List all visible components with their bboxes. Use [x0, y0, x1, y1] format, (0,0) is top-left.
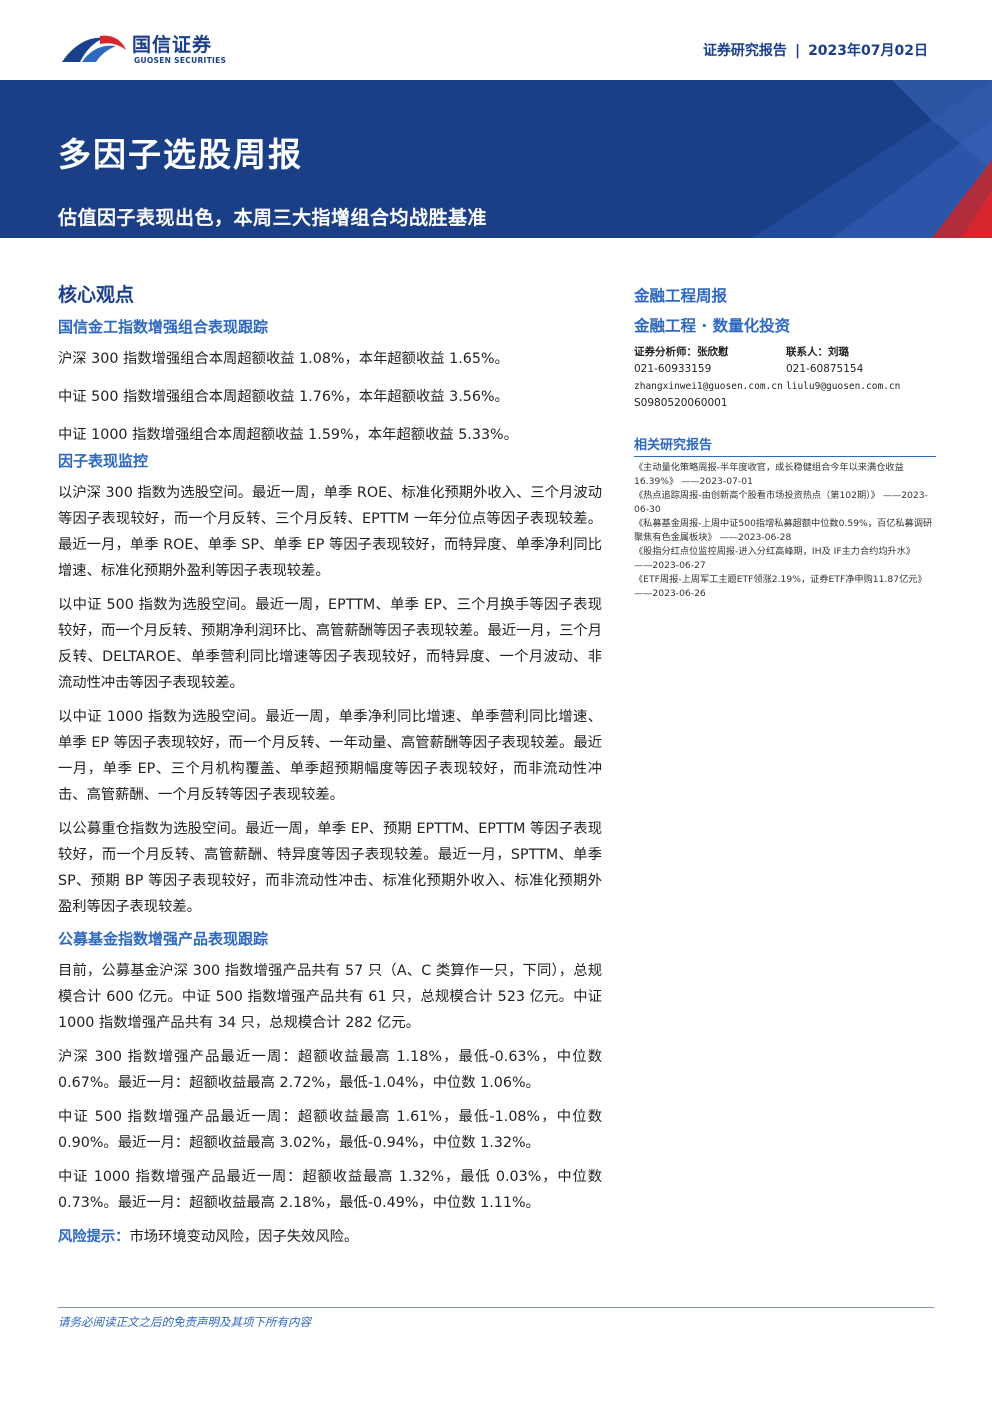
footer-divider	[58, 1307, 934, 1308]
header-separator: |	[794, 43, 801, 59]
related-report-item[interactable]: 《股指分红点位监控周报-进入分红高峰期，IH及 IF主力合约均升水》 ——202…	[634, 546, 916, 571]
paragraph: 中证 1000 指数增强产品最近一周：超额收益最高 1.32%，最低 0.03%…	[58, 1169, 602, 1211]
sidebar: 金融工程周报 金融工程 · 数量化投资 证券分析师：张欣慰 021-609331…	[634, 284, 936, 601]
risk-text: 市场环境变动风险，因子失效风险。	[129, 1229, 359, 1245]
related-report-item[interactable]: 《ETF周报-上周军工主题ETF领涨2.19%，证券ETF净申购11.87亿元》…	[634, 574, 927, 599]
paragraph: 以中证 1000 指数为选股空间。最近一周，单季净利同比增速、单季营利同比增速、…	[58, 709, 602, 803]
related-reports-title: 相关研究报告	[634, 434, 936, 457]
contact-label: 联系人：	[786, 346, 828, 358]
report-subtitle: 估值因子表现出色，本周三大指增组合均战胜基准	[58, 207, 488, 229]
banner-decoration	[752, 80, 992, 238]
brand-name-en: GUOSEN SECURITIES	[134, 56, 227, 65]
related-report-item[interactable]: 《主动量化策略周报-半年度收官，成长稳健组合今年以来满仓收益16.39%》 ——…	[634, 462, 904, 487]
footer-disclaimer: 请务必阅读正文之后的免责声明及其项下所有内容	[58, 1315, 311, 1329]
core-views: 核心观点 国信金工指数增强组合表现跟踪 沪深 300 指数增强组合本周超额收益 …	[58, 280, 602, 1258]
analyst-phone: 021-60933159	[634, 363, 712, 375]
section-heading-fund-products: 公募基金指数增强产品表现跟踪	[58, 930, 269, 948]
analyst-email[interactable]: zhangxinwei1@guosen.com.cn	[634, 381, 783, 392]
section-heading-factor-monitor: 因子表现监控	[58, 452, 149, 470]
related-report-item[interactable]: 《热点追踪周报-由创新高个股看市场投资热点（第102期）》 ——2023-06-…	[634, 490, 928, 515]
contact-email[interactable]: liulu9@guosen.com.cn	[786, 381, 901, 392]
risk-warning: 风险提示：市场环境变动风险，因子失效风险。	[58, 1224, 602, 1250]
brand-logo: 国信证券 GUOSEN SECURITIES	[60, 28, 260, 68]
paragraph: 以公募重仓指数为选股空间。最近一周，单季 EP、预期 EPTTM、EPTTM 等…	[58, 821, 602, 915]
contact-name: 刘璐	[828, 346, 849, 358]
report-type: 证券研究报告 | 2023年07月02日	[703, 40, 928, 60]
brand-name-cn: 国信证券	[132, 34, 213, 56]
related-reports-list: 《主动量化策略周报-半年度收官，成长稳健组合今年以来满仓收益16.39%》 ——…	[634, 461, 936, 600]
report-kind: 证券研究报告	[702, 43, 787, 59]
paragraph: 中证 500 指数增强产品最近一周：超额收益最高 1.61%，最低-1.08%，…	[58, 1109, 602, 1151]
contact-column: 联系人：刘璐 021-60875154 liulu9@guosen.com.cn	[786, 344, 900, 395]
paragraph: 以沪深 300 指数为选股空间。最近一周，单季 ROE、标准化预期外收入、三个月…	[58, 485, 602, 579]
guosen-logo-icon	[62, 35, 126, 62]
report-title: 多因子选股周报	[58, 135, 303, 174]
report-date: 2023年07月02日	[808, 43, 928, 59]
paragraph: 目前，公募基金沪深 300 指数增强产品共有 57 只（A、C 类算作一只，下同…	[58, 963, 602, 1031]
paragraph: 中证 1000 指数增强组合本周超额收益 1.59%，本年超额收益 5.33%。	[58, 427, 518, 443]
contact-phone: 021-60875154	[786, 363, 864, 375]
analyst-info: 证券分析师：张欣慰 021-60933159 zhangxinwei1@guos…	[634, 344, 936, 414]
paragraph: 中证 500 指数增强组合本周超额收益 1.76%，本年超额收益 3.56%。	[58, 389, 509, 405]
analyst-label: 证券分析师：	[634, 346, 697, 358]
paragraph: 沪深 300 指数增强组合本周超额收益 1.08%，本年超额收益 1.65%。	[58, 351, 509, 367]
paragraph: 沪深 300 指数增强产品最近一周：超额收益最高 1.18%，最低-0.63%，…	[58, 1049, 602, 1091]
title-banner: 多因子选股周报 估值因子表现出色，本周三大指增组合均战胜基准	[0, 80, 992, 238]
related-report-item[interactable]: 《私募基金周报-上周中证500指增私募超额中位数0.59%，百亿私募调研聚焦有色…	[634, 518, 933, 543]
analyst-cert: S0980520060001	[634, 397, 728, 409]
report-category: 金融工程周报	[634, 287, 728, 305]
core-views-title: 核心观点	[58, 284, 135, 306]
section-heading-index-enhance: 国信金工指数增强组合表现跟踪	[58, 318, 269, 336]
paragraph: 以中证 500 指数为选股空间。最近一周，EPTTM、单季 EP、三个月换手等因…	[58, 597, 602, 691]
analyst-name: 张欣慰	[697, 346, 729, 358]
report-subcategory: 金融工程 · 数量化投资	[634, 317, 791, 335]
analyst-column: 证券分析师：张欣慰 021-60933159 zhangxinwei1@guos…	[634, 344, 783, 412]
risk-label: 风险提示：	[58, 1229, 130, 1245]
